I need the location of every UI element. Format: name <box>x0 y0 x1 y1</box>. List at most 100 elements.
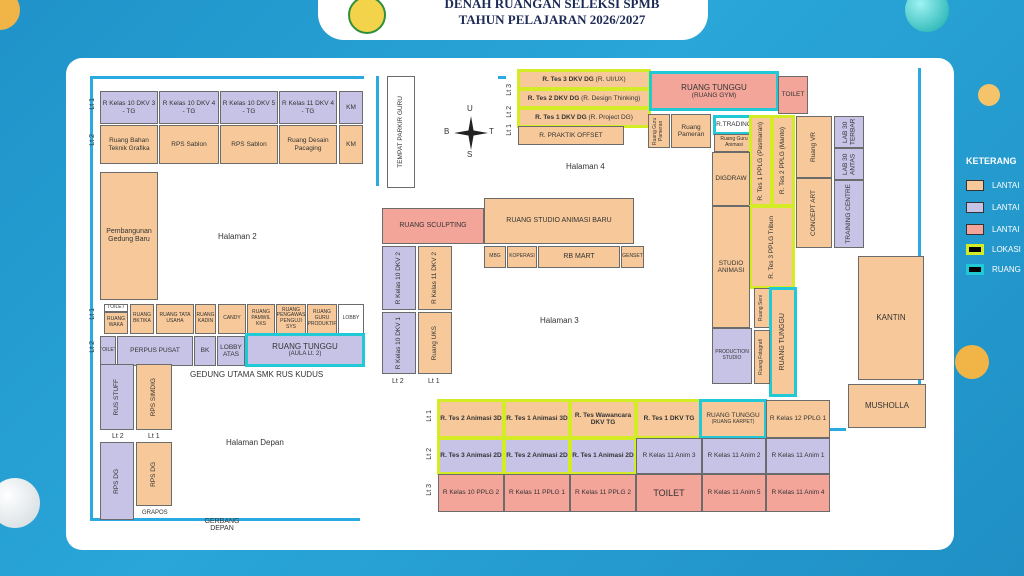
compass-e: T <box>489 127 494 136</box>
room-tunggu-gym[interactable]: RUANG TUNGGU(RUANG GYM) <box>649 71 779 111</box>
room-bahan[interactable]: Ruang Bahan Teknik Grafika <box>100 125 158 164</box>
room-uks[interactable]: Ruang UKS <box>418 312 452 374</box>
floor-label: Lt 1 <box>89 98 96 110</box>
legend-swatch <box>966 202 984 213</box>
room-studio-animasi-baru[interactable]: RUANG STUDIO ANIMASI BARU <box>484 198 634 244</box>
floor-label: Lt 1 <box>89 308 96 320</box>
room-tunggu-tribun[interactable]: RUANG TUNGGU <box>769 287 797 397</box>
room-pengawas[interactable]: RUANG PENGAWAS PENGUJI SYS <box>276 304 306 334</box>
room-fotografi[interactable]: Ruang Fotografi <box>754 330 770 384</box>
room-rb-mart[interactable]: RB MART <box>538 246 620 268</box>
room-toilet[interactable]: TOILET <box>636 474 702 512</box>
room-tes2-pplg[interactable]: R. Tes 2 PPLG (Manto) <box>771 115 795 207</box>
room-dkv2-10[interactable]: R Kelas 10 DKV 2 <box>382 246 416 310</box>
room-desain[interactable]: Ruang Desain Pacaging <box>279 125 337 164</box>
room-musholla[interactable]: MUSHOLLA <box>848 384 926 428</box>
room-km[interactable]: KM <box>339 91 363 124</box>
compass-w: B <box>444 127 450 136</box>
room-tes1-pplg[interactable]: R. Tes 1 PPLG (Pasmaran) <box>749 115 773 207</box>
floor-label: Lt 2 <box>426 448 433 460</box>
wall <box>918 68 921 426</box>
room-concept-art[interactable]: CONCEPT ART <box>796 178 832 248</box>
room-dkv1-10[interactable]: R Kelas 10 DKV 1 <box>382 312 416 374</box>
room-guru-produktif[interactable]: RUANG GURU PRODUKTIF <box>307 304 337 334</box>
room-waka[interactable]: RUANG WAKA <box>104 312 128 334</box>
room-toilet[interactable]: TOILET <box>104 304 128 312</box>
room-pplg11-1[interactable]: R Kelas 11 PPLG 1 <box>504 474 570 512</box>
room-kadin[interactable]: RUANG KADIN <box>195 304 216 334</box>
room-pplg12-1[interactable]: R Kelas 12 PPLG 1 <box>766 400 830 438</box>
room-lobby-atas[interactable]: LOBBY ATAS <box>217 336 245 366</box>
legend-swatch <box>966 224 984 235</box>
room-mbg[interactable]: MBG <box>484 246 506 268</box>
room-rps-dg[interactable]: RPS DG <box>136 442 172 506</box>
room-studio-animasi[interactable]: STUDIO ANIMASI <box>712 206 750 328</box>
room-perpus[interactable]: PERPUS PUSAT <box>117 336 193 366</box>
room-rps-dg[interactable]: RPS DG <box>100 442 134 520</box>
gedung-utama-label: GEDUNG UTAMA SMK RUS KUDUS <box>190 370 324 379</box>
room-dkv11-4[interactable]: R Kelas 11 DKV 4 - TG <box>279 91 337 124</box>
room-anim1[interactable]: R Kelas 11 Anim 1 <box>766 438 830 474</box>
room-tes1-animasi-2d[interactable]: R. Tes 1 Animasi 2D <box>569 437 637 475</box>
room-rps-sablon[interactable]: RPS Sablon <box>159 125 219 164</box>
room-anim2[interactable]: R Kelas 11 Anim 2 <box>702 438 766 474</box>
room-anim3[interactable]: R Kelas 11 Anim 3 <box>636 438 702 474</box>
room-vr[interactable]: Ruang VR <box>796 116 832 178</box>
room-bk-tika[interactable]: RUANG BKTIKA <box>130 304 154 334</box>
room-praktik-offset[interactable]: R. PRAKTIK OFFSET <box>518 126 624 145</box>
room-km[interactable]: KM <box>339 125 363 164</box>
room-production-studio[interactable]: PRODUCTION STUDIO <box>712 328 752 384</box>
room-anim4[interactable]: R Kelas 11 Anim 4 <box>766 474 830 512</box>
room-guru-pameran[interactable]: Ruang Guru Pameran <box>648 114 670 148</box>
room-dkv4[interactable]: R Kelas 10 DKV 4 - TG <box>159 91 219 124</box>
room-dkv5[interactable]: R Kelas 10 DKV 5 - TG <box>220 91 278 124</box>
room-anim5[interactable]: R Kelas 11 Anim 5 <box>702 474 766 512</box>
room-lobby[interactable]: LOBBY <box>338 304 364 334</box>
room-toilet[interactable]: TOILET <box>100 336 116 366</box>
room-tunggu-aula[interactable]: RUANG TUNGGU(AULA Lt. 2) <box>245 333 365 367</box>
room-toilet[interactable]: TOILET <box>778 76 808 114</box>
room-seni[interactable]: Ruang Seni <box>754 288 770 328</box>
room-rus-stuff[interactable]: RUS STUFF <box>100 364 134 430</box>
legend-swatch <box>966 180 984 191</box>
room-tes-wawancara[interactable]: R. Tes Wawancara DKV TG <box>569 399 637 439</box>
room-tes3-animasi-2d[interactable]: R. Tes 3 Animasi 2D <box>437 437 505 475</box>
room-trading[interactable]: R.TRADING <box>713 115 755 135</box>
room-candy[interactable]: CANDY <box>218 304 246 334</box>
legend-item: LANTAI <box>966 180 1024 192</box>
room-tata-usaha[interactable]: RUANG TATA USAHA <box>156 304 194 334</box>
room-tes2-animasi-2d[interactable]: R. Tes 2 Animasi 2D <box>503 437 571 475</box>
room-tes2-animasi-3d[interactable]: R. Tes 2 Animasi 3D <box>437 399 505 439</box>
room-tes2-dkv-dg[interactable]: R. Tes 2 DKV DG (R. Design Thinking) <box>517 88 651 109</box>
header-line2: TAHUN PELAJARAN 2026/2027 <box>458 12 646 27</box>
room-tes1-animasi-3d[interactable]: R. Tes 1 Animasi 3D <box>503 399 571 439</box>
school-logo <box>348 0 386 34</box>
room-rps-simdig[interactable]: RPS SIMDIG <box>136 364 172 430</box>
room-sculpting[interactable]: RUANG SCULPTING <box>382 208 484 244</box>
decor-gold-disc-right <box>978 84 1000 106</box>
room-dkv3[interactable]: R Kelas 10 DKV 3 - TG <box>100 91 158 124</box>
room-tes3-dkv-dg[interactable]: R. Tes 3 DKV DG (R. UI/UX) <box>517 69 651 90</box>
room-lab30-antas[interactable]: LAB 30 ANTAS <box>834 148 864 180</box>
room-kantin[interactable]: KANTIN <box>858 256 924 380</box>
room-genset[interactable]: GENSET <box>621 246 644 268</box>
room-guru-animasi[interactable]: Ruang Guru Animasi <box>714 134 754 152</box>
room-pameran[interactable]: Ruang Pameran <box>671 114 711 148</box>
room-pplg10-2[interactable]: R Kelas 10 PPLG 2 <box>438 474 504 512</box>
room-tes1-dkv-tg[interactable]: R. Tes 1 DKV TG <box>635 399 703 439</box>
wall <box>90 76 364 79</box>
legend-item: LOKASI <box>966 244 1024 256</box>
room-pamwil[interactable]: RUANG PAMWIL KKS <box>247 304 275 334</box>
room-koperasi[interactable]: KOPERASI <box>507 246 537 268</box>
room-tes1-dkv-dg[interactable]: R. Tes 1 DKV DG (R. Project DG) <box>517 107 651 128</box>
room-digdraw[interactable]: DIGDRAW <box>712 152 750 206</box>
room-pembangunan[interactable]: Pembangunan Gedung Baru <box>100 172 158 300</box>
room-pplg11-2[interactable]: R Kelas 11 PPLG 2 <box>570 474 636 512</box>
room-rps-sablon[interactable]: RPS Sablon <box>220 125 278 164</box>
room-training-centre[interactable]: TRAINING CENTRE <box>834 180 864 248</box>
room-bk[interactable]: BK <box>194 336 216 366</box>
room-tunggu-karpet[interactable]: RUANG TUNGGU(RUANG KARPET) <box>699 399 767 439</box>
room-lab30[interactable]: LAB 30 TERBAR <box>834 116 864 148</box>
room-tes3-pplg[interactable]: R. Tes 3 PPLG Tribun <box>749 205 795 289</box>
room-dkv2-11[interactable]: R Kelas 11 DKV 2 <box>418 246 452 310</box>
